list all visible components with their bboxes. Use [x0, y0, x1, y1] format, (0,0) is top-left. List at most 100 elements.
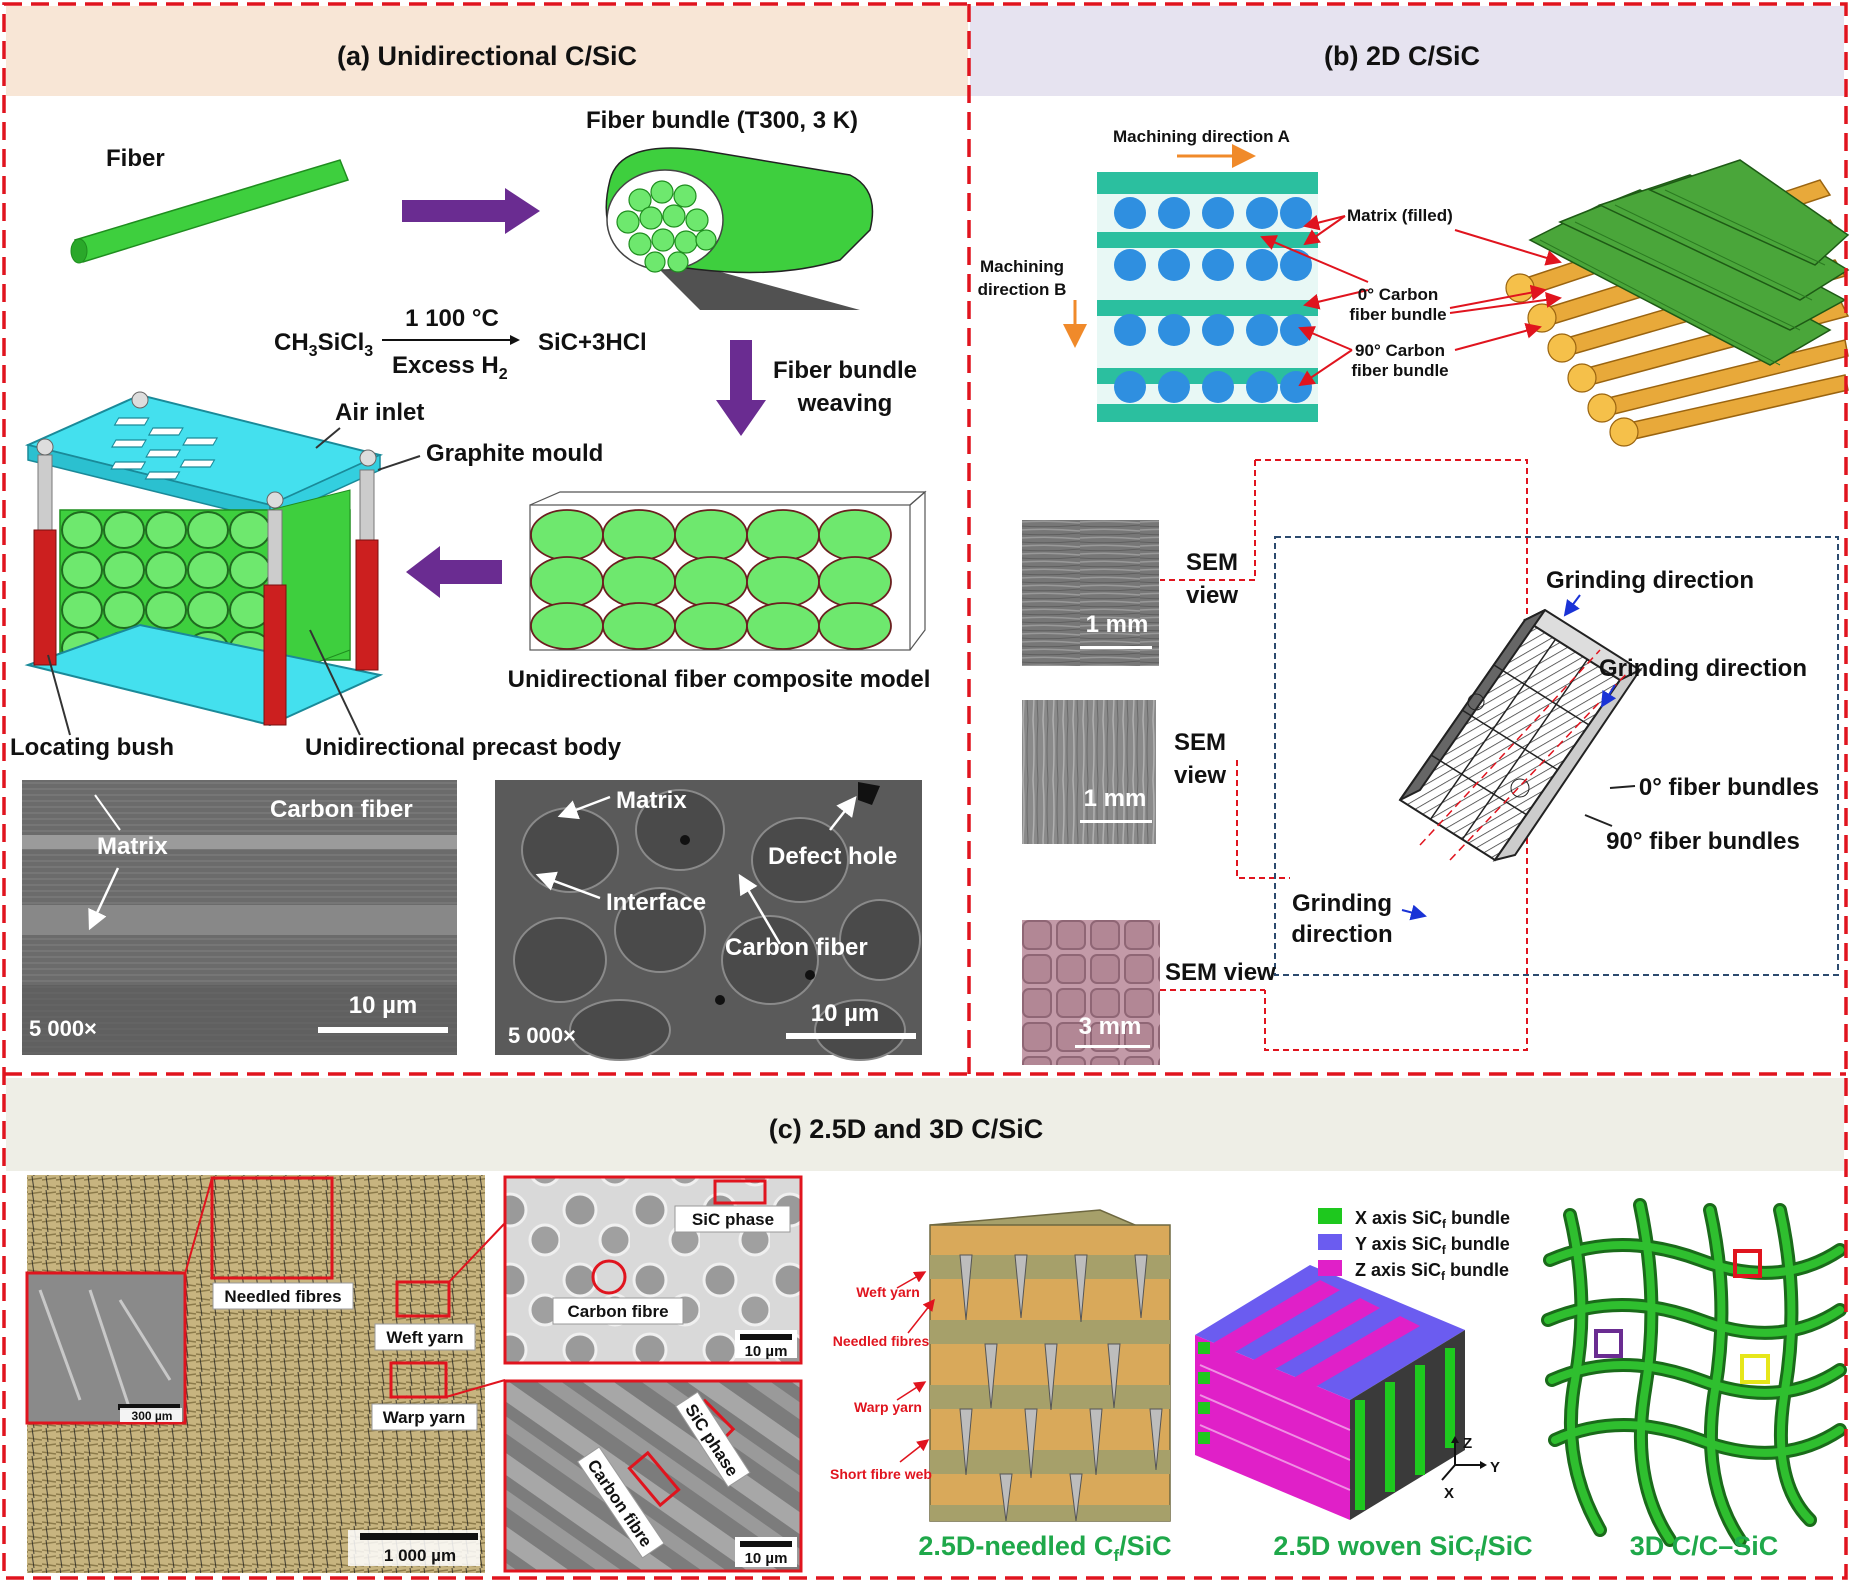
fiber-bundle-icon: [605, 147, 874, 310]
woven-legend: X axis SiCf bundle Y axis SiCf bundle Z …: [1318, 1208, 1510, 1283]
panel-c: (c) 2.5D and 3D C/SiC 300 µm Needled fib…: [6, 1078, 1847, 1573]
sem-a2-defect-hole: Defect hole: [768, 843, 897, 870]
sem-view-1-line2: view: [1186, 582, 1238, 609]
sem-c-bottom-scale-label: 10 µm: [745, 1550, 788, 1567]
fiber-icon: [70, 159, 349, 264]
grinding-label-3-line2: direction: [1291, 921, 1392, 948]
grinding-label-2: Grinding direction: [1599, 655, 1807, 682]
weft-yarn-label: Weft yarn: [386, 1328, 463, 1347]
sem-thumb-2-scale-bar: [1080, 820, 1152, 823]
panel-b: (b) 2D C/SiC Machining direction A Machi…: [970, 6, 1850, 1065]
legend-y-swatch: [1318, 1234, 1342, 1250]
carbon0-line2: fiber bundle: [1349, 305, 1446, 324]
sem-c-top: SiC phase Carbon fibre 10 µm: [503, 1175, 803, 1365]
svg-text:SiC+3HCl: SiC+3HCl: [538, 329, 647, 356]
locating-bush-label: Locating bush: [10, 734, 174, 761]
woven-block-icon: [1195, 1265, 1465, 1520]
sem-thumb-3-scale-bar: [1075, 1045, 1150, 1048]
graphite-mould-icon: [24, 391, 384, 727]
panel-a: (a) Unidirectional C/SiC Fiber Fiber bun…: [6, 6, 968, 1061]
panel-b-title: (b) 2D C/SiC: [1324, 41, 1480, 71]
panel-c-header: [6, 1078, 1844, 1171]
sem-thumb-1: [1022, 520, 1159, 666]
svg-text:Z: Z: [1463, 1435, 1472, 1452]
inset-scale-label: 300 µm: [132, 1409, 173, 1423]
composite-model-icon: [529, 490, 927, 651]
laminate-plate-icon: [1398, 608, 1643, 862]
sem-thumb-1-scale-bar: [1080, 646, 1152, 649]
weaving-line1: Fiber bundle: [773, 357, 917, 384]
legend-z-swatch: [1318, 1260, 1342, 1276]
panel-a-header: [6, 6, 968, 96]
sem-connectors: [1150, 459, 1839, 1051]
sem-a2-scale-bar: [786, 1033, 916, 1039]
sem-thumb-1-scale-label: 1 mm: [1086, 611, 1149, 638]
sem-view-2-line1: SEM: [1174, 729, 1226, 756]
grinding-label-3-line1: Grinding: [1292, 890, 1392, 917]
air-inlet-label: Air inlet: [335, 399, 424, 426]
main-scale-bar: [360, 1533, 478, 1540]
needled-fibres-label: Needled fibres: [224, 1287, 341, 1306]
svg-text:1 100 °C: 1 100 °C: [405, 305, 499, 332]
axis-triad-icon: Z Y X: [1441, 1435, 1500, 1502]
woven-fabric-icon: [1449, 159, 1850, 447]
sem-view-1-line1: SEM: [1186, 549, 1238, 576]
carbon90-line2: fiber bundle: [1351, 361, 1448, 380]
caption-needled: 2.5D-needled Cf/SiC: [918, 1531, 1171, 1565]
sem-c-top-sic-phase: SiC phase: [692, 1210, 774, 1229]
legend-x-label: X axis SiCf bundle: [1355, 1208, 1510, 1231]
braided-3d-icon: [1541, 1198, 1847, 1547]
composite-model-label: Unidirectional fiber composite model: [508, 666, 931, 693]
panel-c-title: (c) 2.5D and 3D C/SiC: [769, 1114, 1044, 1144]
graphite-mould-label: Graphite mould: [426, 440, 603, 467]
sem-a1-matrix: Matrix: [97, 833, 168, 860]
machining-b-line2: direction B: [978, 280, 1067, 299]
sem-c-bottom: SiC phase Carbon fibre 10 µm: [503, 1379, 803, 1573]
sem-view-3: SEM view: [1165, 959, 1276, 986]
caption-3d: 3D C/C–SiC: [1630, 1531, 1779, 1561]
sem-image-a1: Matrix Carbon fiber 5 000× 10 µm: [22, 780, 457, 1055]
arrow-left-icon: [406, 546, 502, 598]
needled-block-icon: [896, 1209, 1171, 1522]
matrix-filled-label: Matrix (filled): [1347, 206, 1453, 225]
sem-a2-scale-label: 10 µm: [811, 1000, 880, 1027]
legend-z-label: Z axis SiCf bundle: [1355, 1260, 1509, 1283]
carbon0-line1: 0° Carbon: [1358, 285, 1438, 304]
precast-body-label: Unidirectional precast body: [305, 734, 622, 761]
sem-a2-interface: Interface: [606, 889, 706, 916]
legend-y-label: Y axis SiCf bundle: [1355, 1234, 1510, 1257]
machining-a-label: Machining direction A: [1113, 127, 1290, 146]
legend-x-swatch: [1318, 1208, 1342, 1224]
sem-image-a2: Matrix Defect hole Interface Carbon fibe…: [495, 780, 922, 1061]
sem-a1-scale-bar: [318, 1027, 448, 1033]
sem-thumb-2-scale-label: 1 mm: [1084, 785, 1147, 812]
panel-b-header: [970, 6, 1844, 96]
sem-c-top-carbon-fibre: Carbon fibre: [567, 1302, 668, 1321]
svg-text:X: X: [1444, 1485, 1454, 1502]
machining-b-line1: Machining: [980, 257, 1064, 276]
grinding-label-1: Grinding direction: [1546, 567, 1754, 594]
caption-woven: 2.5D woven SiCf/SiC: [1273, 1531, 1532, 1565]
warp-yarn-label: Warp yarn: [383, 1408, 466, 1427]
arrow-down-icon: [716, 340, 766, 436]
weaving-line2: weaving: [797, 390, 893, 417]
svg-text:Excess H2: Excess H2: [392, 352, 508, 383]
needled-label-weft: Weft yarn: [856, 1284, 920, 1300]
reaction-equation: CH3SiCl3 1 100 °C Excess H2 SiC+3HCl: [274, 305, 647, 383]
sem-a1-magnification: 5 000×: [29, 1016, 97, 1041]
needled-label-short: Short fibre web: [830, 1466, 932, 1482]
sem-a1-scale-label: 10 µm: [349, 992, 418, 1019]
main-scale-label: 1 000 µm: [384, 1546, 456, 1565]
sem-a2-magnification: 5 000×: [508, 1023, 576, 1048]
svg-text:CH3SiCl3: CH3SiCl3: [274, 329, 373, 360]
panel-a-title: (a) Unidirectional C/SiC: [337, 41, 637, 71]
fiber0-label: 0° fiber bundles: [1639, 774, 1819, 801]
needled-label-warp: Warp yarn: [854, 1399, 922, 1415]
sem-a2-matrix: Matrix: [616, 787, 687, 814]
sem-a1-carbon-fiber: Carbon fiber: [270, 796, 413, 823]
micrograph-main: 300 µm Needled fibres Weft yarn Warp yar…: [25, 1175, 506, 1573]
sem-view-2-line2: view: [1174, 762, 1226, 789]
fiber90-label: 90° fiber bundles: [1606, 828, 1800, 855]
